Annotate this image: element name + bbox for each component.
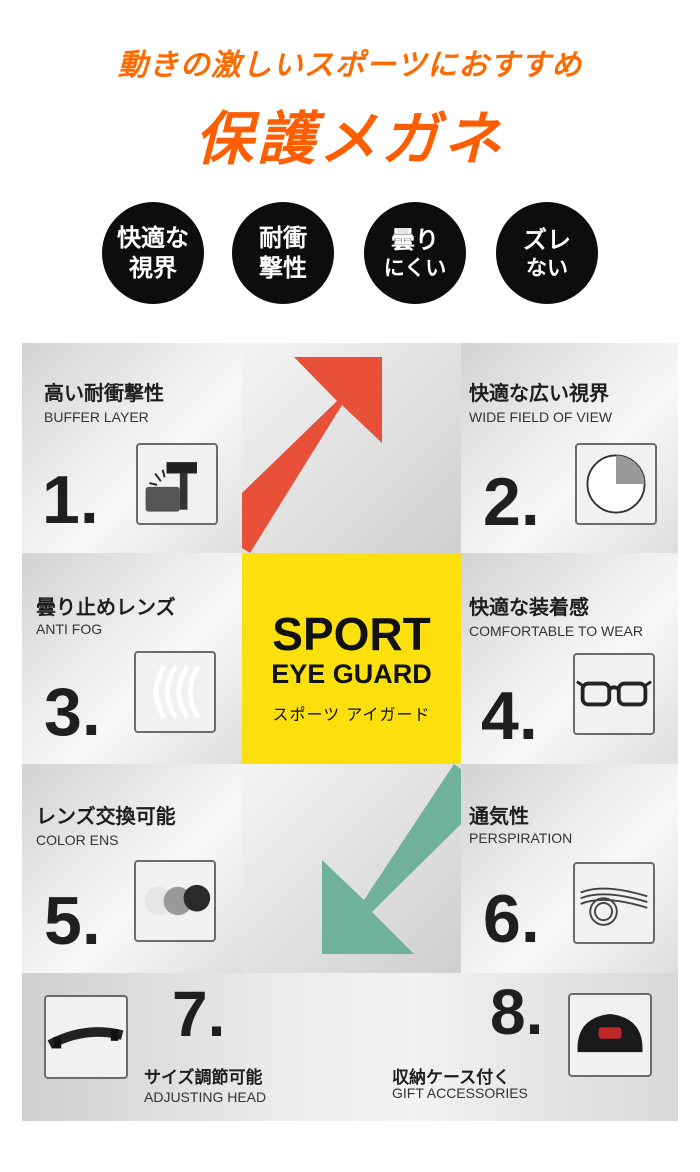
feature-title: 曇り止めレンズ: [36, 595, 176, 619]
feature-card-4: 快適な装着感 COMFORTABLE TO WEAR 4.: [461, 553, 678, 764]
feature-card-6: 通気性 PERSPIRATION 6.: [461, 764, 678, 973]
feature-number: 4.: [481, 678, 538, 754]
feature-number: 5.: [44, 883, 101, 959]
product-name-kana: スポーツ アイガード: [272, 705, 431, 724]
feature-subtitle: ANTI FOG: [36, 621, 103, 637]
feature-number: 2.: [483, 464, 540, 540]
badge-line: 曇り: [391, 225, 439, 254]
badge-line: 視界: [129, 254, 177, 282]
case-icon: [568, 993, 652, 1077]
feature-card-2: 快適な広い視界 WIDE FIELD OF VIEW 2.: [461, 343, 678, 553]
feature-title: サイズ調節可能: [144, 1068, 263, 1088]
feature-title: 快適な装着感: [469, 595, 589, 619]
header-subtitle: 動きの激しいスポーツにおすすめ: [117, 48, 583, 83]
headband-icon: [44, 995, 128, 1079]
feature-number: 6.: [483, 881, 540, 957]
feature-title: レンズ交換可能: [36, 804, 176, 828]
feature-subtitle: GIFT ACCESSORIES: [392, 1085, 528, 1101]
decorative-arrow-red: [242, 343, 461, 553]
badge-line: ない: [526, 255, 568, 280]
view-angle-icon: [575, 443, 657, 525]
glasses-icon: [573, 653, 655, 735]
feature-number: 1.: [42, 462, 99, 538]
feature-subtitle: COMFORTABLE TO WEAR: [469, 623, 643, 639]
ventilation-icon: [573, 862, 655, 944]
feature-number: 3.: [44, 674, 101, 750]
badge-line: 耐衝: [259, 224, 307, 252]
feature-title: 高い耐衝撃性: [44, 381, 164, 405]
badge-anti-fog: 曇り にくい: [364, 202, 466, 304]
badge-line: 快適な: [117, 224, 189, 252]
feature-card-3: 曇り止めレンズ ANTI FOG 3.: [22, 553, 242, 764]
feature-title: 快適な広い視界: [469, 381, 609, 405]
feature-subtitle: WIDE FIELD OF VIEW: [469, 409, 613, 425]
badge-impact-resistance: 耐衝 撃性: [232, 202, 334, 304]
product-name-line2: EYE GUARD: [271, 659, 432, 689]
feature-grid: 高い耐衝撃性 BUFFER LAYER 1. 快適な広い視界 WIDE FIEL…: [22, 343, 678, 1121]
feature-subtitle: ADJUSTING HEAD: [144, 1089, 267, 1105]
product-name-line1: SPORT: [272, 608, 431, 660]
feature-title: 収納ケース付く: [392, 1068, 511, 1088]
color-lenses-icon: [134, 860, 216, 942]
badge-line: にくい: [383, 255, 447, 280]
feature-card-5: レンズ交換可能 COLOR ENS 5.: [22, 764, 242, 973]
badge-line: ズレ: [523, 225, 571, 254]
product-name-panel: SPORT EYE GUARD スポーツ アイガード: [242, 553, 461, 764]
header-title: 保護メガネ: [194, 105, 505, 173]
feature-subtitle: BUFFER LAYER: [44, 409, 149, 425]
badge-no-slip: ズレ ない: [496, 202, 598, 304]
badge-line: 撃性: [259, 254, 307, 282]
feature-title: 通気性: [469, 804, 529, 828]
decorative-arrow-green: [242, 764, 461, 973]
feature-card-1: 高い耐衝撃性 BUFFER LAYER 1.: [22, 343, 242, 553]
feature-subtitle: COLOR ENS: [36, 832, 119, 848]
lens-layers-icon: [134, 651, 216, 733]
badge-comfortable-view: 快適な 視界: [102, 202, 204, 304]
feature-subtitle: PERSPIRATION: [469, 830, 573, 846]
feature-number: 7.: [172, 978, 226, 1050]
hammer-icon: [136, 443, 218, 525]
bottom-feature-row: 7. サイズ調節可能 ADJUSTING HEAD 8. 収納ケース付く GIF…: [22, 973, 678, 1121]
feature-number: 8.: [490, 976, 544, 1048]
